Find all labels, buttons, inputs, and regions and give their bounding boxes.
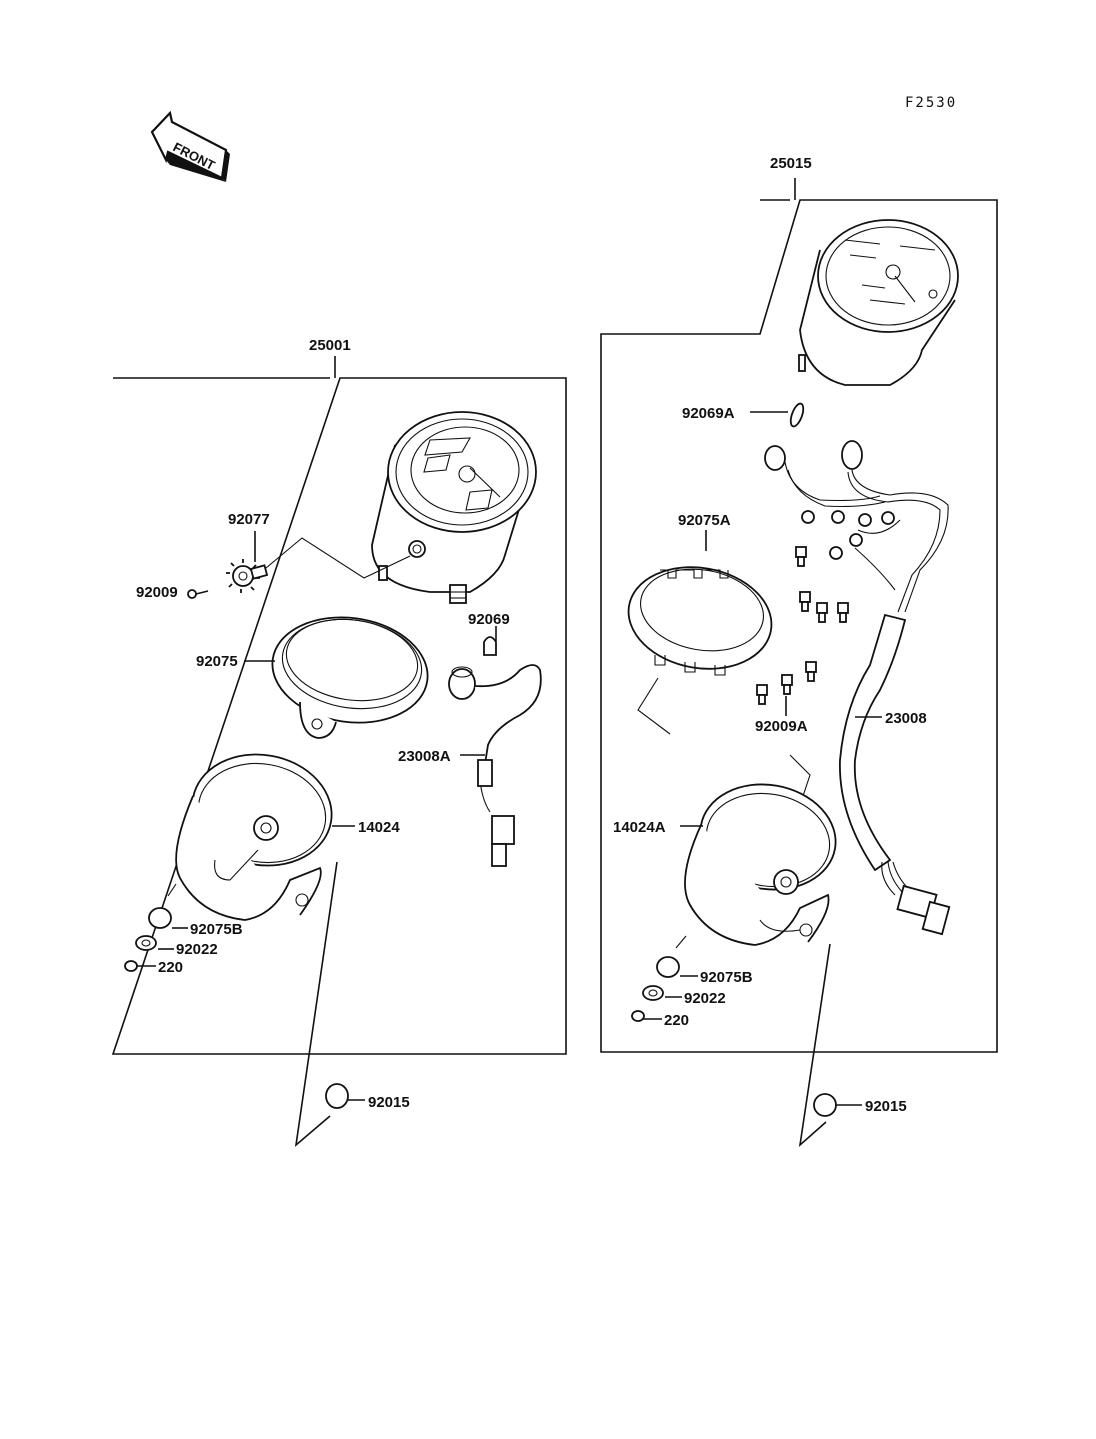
label-92075A: 92075A	[678, 512, 731, 529]
label-left-92015: 92015	[368, 1094, 410, 1111]
screw-220b-icon: 220	[631, 1010, 689, 1029]
tachometer-icon	[798, 219, 959, 386]
label-right-92022: 92022	[684, 990, 726, 1007]
screw-icon: 92009	[136, 584, 209, 601]
socket-wire-icon: 23008A	[398, 664, 542, 867]
right-assembly: 25015 92069A	[600, 155, 998, 1148]
wire-harness-icon: 23008	[764, 440, 951, 936]
lens-ring-a-icon: 92075A	[627, 512, 773, 676]
bulb-icon: 92069	[468, 611, 510, 656]
cap-nut-icon: 92015	[325, 1083, 410, 1111]
leader-left-92015	[294, 861, 338, 1147]
label-14024: 14024	[358, 819, 400, 836]
grommet-b-icon: 92075B	[656, 935, 753, 986]
bracket-line-b	[789, 754, 811, 797]
label-left-92075B: 92075B	[190, 921, 243, 938]
label-left-92022: 92022	[176, 941, 218, 958]
grommet-icon: 92075B	[148, 883, 243, 938]
meter-case-a-icon: 14024A	[613, 783, 837, 946]
label-92009: 92009	[136, 584, 178, 601]
bulb-a-icon: 92069A	[682, 402, 805, 428]
left-assembly: 25001 92077	[111, 337, 567, 1147]
label-92069A: 92069A	[682, 405, 735, 422]
label-14024A: 14024A	[613, 819, 666, 836]
label-92077: 92077	[228, 511, 270, 528]
front-arrow-icon: FRONT	[150, 110, 230, 182]
washer-b-icon: 92022	[642, 985, 726, 1007]
right-assembly-boundary	[600, 199, 998, 1053]
figure-code: F2530	[905, 95, 957, 111]
screw-220-icon: 220	[124, 959, 183, 976]
label-92009A: 92009A	[755, 718, 808, 735]
label-23008: 23008	[885, 710, 927, 727]
label-23008A: 23008A	[398, 748, 451, 765]
label-92069: 92069	[468, 611, 510, 628]
label-right-92015: 92015	[865, 1098, 907, 1115]
screws-92009A-icon: 92009A	[755, 546, 849, 735]
leader-right-92015	[798, 943, 831, 1148]
meter-case-icon: 14024	[175, 753, 400, 921]
label-left-220: 220	[158, 959, 183, 976]
label-25001: 25001	[309, 337, 351, 354]
washer-icon: 92022	[135, 935, 218, 958]
label-right-92075B: 92075B	[700, 969, 753, 986]
label-25015: 25015	[770, 155, 812, 172]
drive-gear-icon: 92077	[226, 511, 411, 593]
label-right-220: 220	[664, 1012, 689, 1029]
lens-ring-icon: 92075	[196, 616, 429, 739]
label-92075: 92075	[196, 653, 238, 670]
bracket-line-a	[637, 677, 671, 735]
speedometer-icon	[371, 411, 537, 604]
cap-nut-b-icon: 92015	[813, 1093, 907, 1117]
